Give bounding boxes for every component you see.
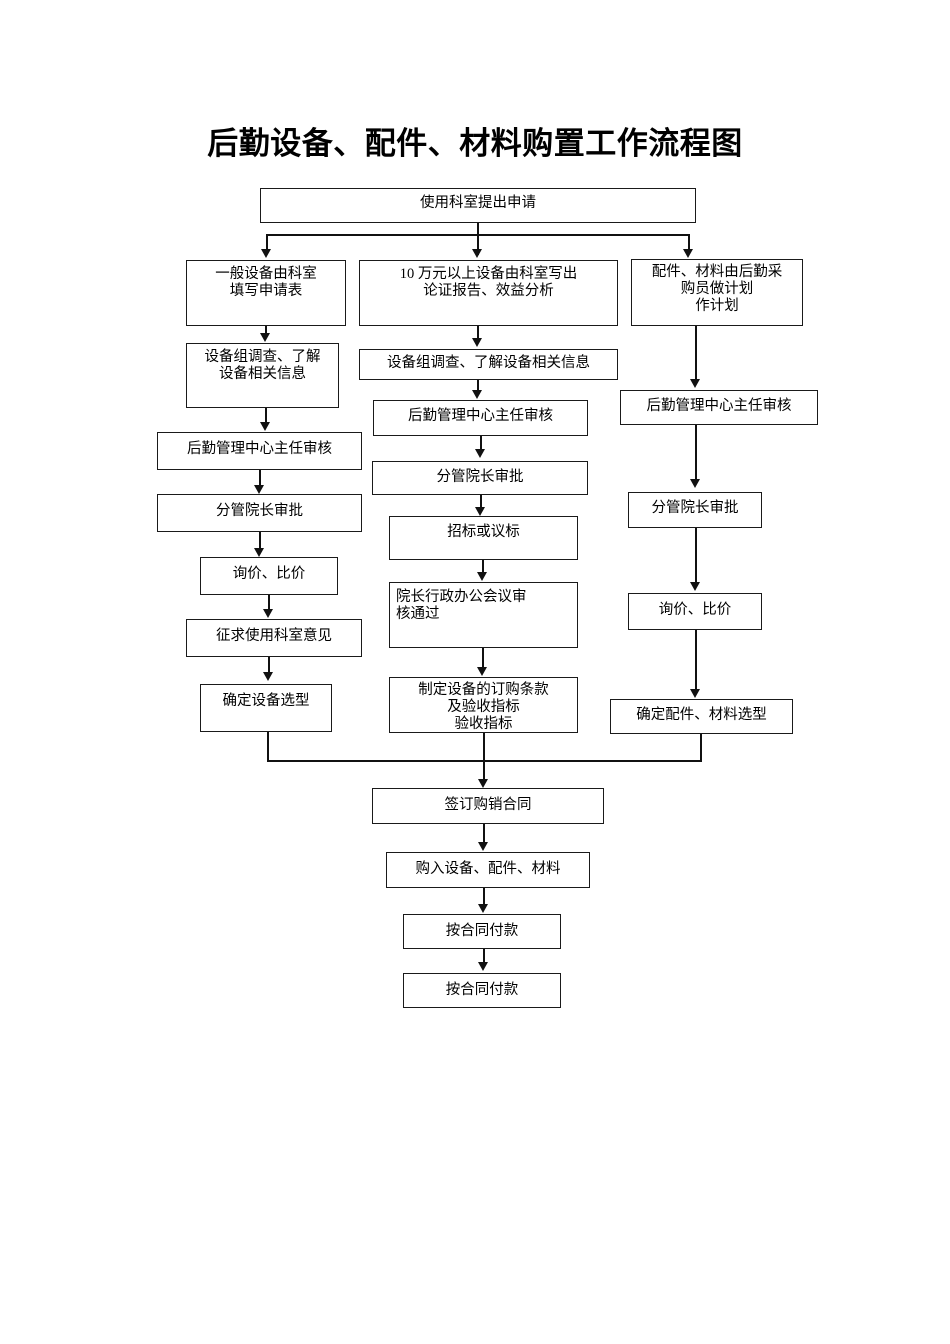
connector-m5-m6 — [482, 560, 484, 574]
connector-branch-left — [266, 234, 268, 251]
arrow-branch-right — [683, 249, 693, 258]
node-bottom-3: 按合同付款 — [403, 914, 561, 949]
arrow-l3-l4 — [254, 485, 264, 494]
connector-r4-r5 — [695, 630, 697, 690]
arrow-l4-l5 — [254, 548, 264, 557]
node-left-7: 确定设备选型 — [200, 684, 332, 732]
connector-b1-b2 — [483, 824, 485, 844]
node-left-5: 询价、比价 — [200, 557, 338, 595]
arrow-r1-r2 — [690, 379, 700, 388]
connector-r3-r4 — [695, 528, 697, 584]
connector-b3-b4 — [483, 949, 485, 963]
node-middle-7: 制定设备的订购条款 及验收指标 验收指标 — [389, 677, 578, 733]
arrow-m4-m5 — [475, 507, 485, 516]
node-right-4: 询价、比价 — [628, 593, 762, 630]
node-left-4: 分管院长审批 — [157, 494, 362, 532]
arrow-l2-l3 — [260, 422, 270, 431]
arrow-m2-m3 — [472, 390, 482, 399]
arrow-b1-b2 — [478, 842, 488, 851]
arrow-m5-m6 — [477, 572, 487, 581]
connector-l2-l3 — [265, 408, 267, 425]
node-left-2: 设备组调查、了解 设备相关信息 — [186, 343, 339, 408]
arrow-branch-middle — [472, 249, 482, 258]
node-bottom-4: 按合同付款 — [403, 973, 561, 1008]
node-bottom-1: 签订购销合同 — [372, 788, 604, 824]
connector-left-to-merge — [267, 732, 269, 761]
node-bottom-2: 购入设备、配件、材料 — [386, 852, 590, 888]
connector-right-to-merge — [700, 734, 702, 761]
node-right-1: 配件、材料由后勤采 购员做计划 作计划 — [631, 259, 803, 326]
connector-distribution-bar — [266, 234, 689, 236]
node-middle-6: 院长行政办公会议审 核通过 — [389, 582, 578, 648]
connector-l4-l5 — [259, 532, 261, 550]
arrow-r3-r4 — [690, 582, 700, 591]
connector-l5-l6 — [268, 595, 270, 611]
connector-m1-m2 — [477, 326, 479, 340]
node-left-1: 一般设备由科室 填写申请表 — [186, 260, 346, 326]
node-middle-2: 设备组调查、了解设备相关信息 — [359, 349, 618, 380]
connector-m3-m4 — [480, 436, 482, 451]
connector-start-stem — [477, 223, 479, 255]
arrow-m3-m4 — [475, 449, 485, 458]
page-title: 后勤设备、配件、材料购置工作流程图 — [207, 126, 743, 161]
connector-m4-m5 — [480, 495, 482, 509]
arrow-l1-l2 — [260, 333, 270, 342]
arrow-branch-left — [261, 249, 271, 258]
node-right-3: 分管院长审批 — [628, 492, 762, 528]
arrow-b2-b3 — [478, 904, 488, 913]
arrow-b3-b4 — [478, 962, 488, 971]
node-middle-4: 分管院长审批 — [372, 461, 588, 495]
node-left-3: 后勤管理中心主任审核 — [157, 432, 362, 470]
arrow-l5-l6 — [263, 609, 273, 618]
node-middle-3: 后勤管理中心主任审核 — [373, 400, 588, 436]
connector-m2-m3 — [477, 380, 479, 392]
node-left-6: 征求使用科室意见 — [186, 619, 362, 657]
connector-l3-l4 — [259, 470, 261, 488]
connector-r2-r3 — [695, 425, 697, 480]
node-start: 使用科室提出申请 — [260, 188, 696, 223]
connector-b2-b3 — [483, 888, 485, 906]
arrow-m6-m7 — [477, 667, 487, 676]
node-right-5: 确定配件、材料选型 — [610, 699, 793, 734]
connector-r1-r2 — [695, 326, 697, 381]
connector-l1-l2 — [265, 326, 267, 336]
node-middle-5: 招标或议标 — [389, 516, 578, 560]
arrow-r2-r3 — [690, 479, 700, 488]
connector-middle-to-merge — [483, 733, 485, 781]
node-right-2: 后勤管理中心主任审核 — [620, 390, 818, 425]
arrow-merge-to-b1 — [478, 779, 488, 788]
node-middle-1: 10 万元以上设备由科室写出 论证报告、效益分析 — [359, 260, 618, 326]
arrow-r4-r5 — [690, 689, 700, 698]
arrow-l6-l7 — [263, 672, 273, 681]
connector-l6-l7 — [268, 657, 270, 675]
connector-m6-m7 — [482, 648, 484, 670]
connector-branch-right — [688, 234, 690, 251]
arrow-m1-m2 — [472, 338, 482, 347]
